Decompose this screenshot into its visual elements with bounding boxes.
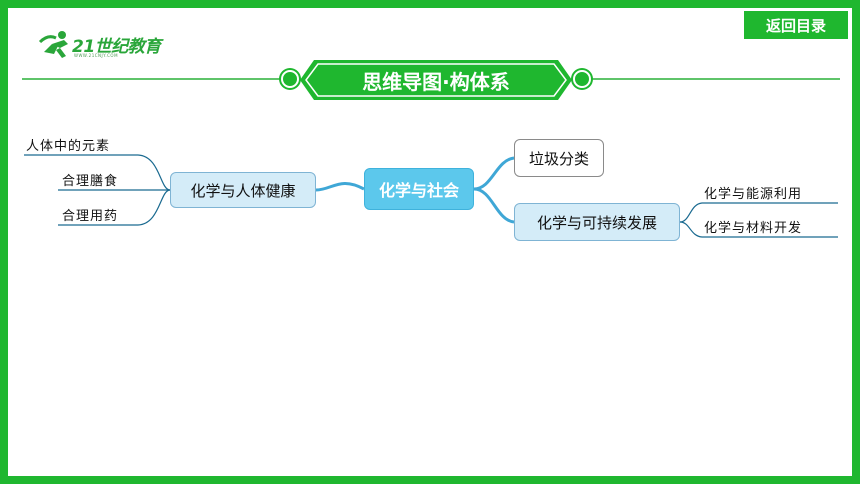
back-to-contents-button[interactable]: 返回目录: [744, 11, 848, 39]
logo-subtext: WWW.21CNJY.COM: [74, 53, 119, 58]
mindmap-leaf: 人体中的元素: [26, 139, 111, 154]
mindmap-leaf: 化学与材料开发: [704, 221, 803, 236]
title-dot-right-icon: [573, 70, 591, 88]
mindmap-leaf: 合理用药: [62, 209, 119, 224]
runner-logo-icon: [38, 31, 68, 58]
logo: 21世纪教育 WWW.21CNJY.COM: [38, 28, 178, 62]
mindmap-center-node[interactable]: 化学与社会: [364, 168, 474, 210]
mindmap-leaf: 化学与能源利用: [704, 187, 803, 202]
mindmap-leaf: 合理膳食: [62, 174, 119, 189]
mindmap-node-human-health[interactable]: 化学与人体健康: [170, 172, 316, 208]
logo-text: 21世纪教育: [72, 37, 161, 57]
title-banner: [300, 60, 572, 100]
title-divider-right: [590, 78, 840, 80]
title-divider-left: [22, 78, 290, 80]
title-dot-left-icon: [281, 70, 299, 88]
mindmap-node-sustainable-development[interactable]: 化学与可持续发展: [514, 203, 680, 241]
page-title: 思维导图·构体系: [362, 69, 510, 94]
mindmap-node-garbage-sorting[interactable]: 垃圾分类: [514, 139, 604, 177]
